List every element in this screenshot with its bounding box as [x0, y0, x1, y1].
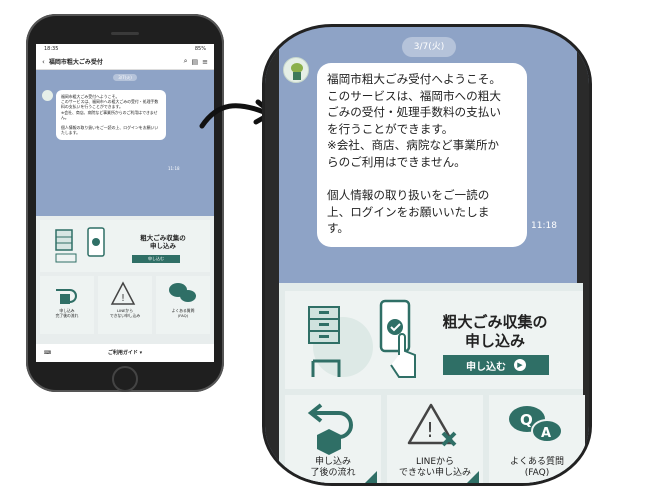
apply-tile-title: 粗大ごみ収集の 申し込み: [140, 234, 186, 250]
account-avatar: [283, 57, 309, 83]
rich-menu-faq-tile[interactable]: よくある質問 (FAQ): [156, 276, 210, 334]
flow-tile-label: 申し込み 了後の流れ: [310, 457, 356, 478]
rich-menu-flow-tile[interactable]: 申し込み 完了後の流れ: [40, 276, 94, 334]
apply-button[interactable]: 申し込む ▶: [443, 355, 549, 375]
phone-frame-edge: [265, 27, 279, 483]
welcome-message: 福岡市粗大ごみ受付へようこそ。 このサービスは、福岡市への粗大 ごみの受付・処理…: [317, 63, 527, 247]
message-time: 11:18: [168, 166, 180, 171]
mascot-icon: [291, 63, 303, 80]
status-battery: 85%: [194, 46, 206, 52]
play-icon: [365, 471, 377, 483]
date-chip: 3/7(火): [113, 74, 137, 81]
back-chevron-icon[interactable]: ‹: [42, 57, 45, 66]
cabinet-icon: [308, 306, 373, 377]
zoom-callout: 3/7(火) 福岡市粗大ごみ受付へようこそ。 このサービスは、福岡市への粗大 ご…: [262, 24, 592, 486]
faq-tile-label: よくある質問 (FAQ): [509, 457, 564, 478]
home-button: [112, 366, 138, 392]
account-avatar: [42, 90, 53, 101]
warning-x-icon: !: [407, 403, 457, 447]
rich-menu-unavailable-tile[interactable]: ! LINEから できない申し込み: [387, 395, 483, 483]
hamburger-icon[interactable]: ≡: [202, 57, 208, 66]
svg-text:Q: Q: [520, 411, 533, 429]
rich-menu-apply-tile[interactable]: 粗大ごみ収集の 申し込み 申し込む ▶: [285, 291, 583, 389]
svg-text:!: !: [121, 293, 125, 304]
qa-bubbles-icon: [169, 283, 196, 302]
apply-button-label: 申し込む: [466, 361, 506, 373]
cabinet-icon: [55, 229, 77, 263]
flow-tile-label: 申し込み 完了後の流れ: [55, 308, 79, 318]
box-return-icon: [307, 403, 353, 455]
apply-button[interactable]: 申し込む: [132, 255, 180, 263]
qa-bubbles-icon: Q A: [509, 406, 563, 443]
rich-menu-faq-tile[interactable]: Q A よくある質問 (FAQ): [489, 395, 585, 483]
svg-text:A: A: [541, 426, 551, 441]
play-icon: [467, 471, 479, 483]
play-icon: [569, 471, 581, 483]
search-icon[interactable]: ⌕: [183, 57, 188, 65]
svg-text:!: !: [426, 418, 434, 442]
menu-icon[interactable]: ▤: [191, 57, 199, 66]
rich-menu-apply-tile[interactable]: 粗大ごみ収集の 申し込み 申し込む: [40, 220, 210, 272]
unavailable-tile-label: LINEから できない申し込み: [398, 457, 471, 478]
status-time: 18:35: [44, 46, 59, 52]
usage-guide-bar[interactable]: ⌨ ご利用ガイド ▾: [36, 344, 214, 362]
smartphone-check-icon: [87, 227, 105, 257]
account-name: 福岡市粗大ごみ受付: [48, 59, 103, 66]
play-icon: ▶: [514, 359, 526, 371]
rich-menu: 粗大ごみ収集の 申し込み 申し込む ▶ 申し込み 了後の流れ ! LINEから …: [279, 283, 585, 483]
box-return-icon: [56, 289, 77, 304]
warning-x-icon: !: [110, 281, 136, 305]
welcome-message: 福岡市粗大ごみ受付へようこそ。 このサービスは、福岡市への粗大ごみの受付・処理手…: [56, 90, 166, 140]
smartphone-check-icon: [379, 299, 416, 378]
date-chip: 3/7(火): [402, 37, 456, 57]
phone-screen: 18:35 85% ‹ 福岡市粗大ごみ受付 ⌕ ▤ ≡ 3/7(火) 福岡市粗大…: [36, 44, 214, 362]
message-time: 11:18: [531, 221, 557, 231]
smartphone-mockup: 18:35 85% ‹ 福岡市粗大ごみ受付 ⌕ ▤ ≡ 3/7(火) 福岡市粗大…: [26, 14, 224, 392]
chat-header: ‹ 福岡市粗大ごみ受付 ⌕ ▤ ≡: [36, 54, 214, 70]
rich-menu: 粗大ごみ収集の 申し込み 申し込む 申し込み 完了後の流れ ! LINEから で…: [36, 216, 214, 344]
phone-speaker: [111, 32, 139, 35]
faq-tile-label: よくある質問 (FAQ): [171, 308, 195, 318]
keyboard-icon[interactable]: ⌨: [44, 350, 52, 356]
usage-guide-label: ご利用ガイド ▾: [107, 350, 143, 356]
rich-menu-unavailable-tile[interactable]: ! LINEから できない申し込み: [98, 276, 152, 334]
unavailable-tile-label: LINEから できない申し込み: [109, 308, 141, 318]
status-bar: 18:35 85%: [36, 44, 214, 54]
apply-tile-title: 粗大ごみ収集の 申し込み: [442, 313, 548, 350]
rich-menu-flow-tile[interactable]: 申し込み 了後の流れ: [285, 395, 381, 483]
